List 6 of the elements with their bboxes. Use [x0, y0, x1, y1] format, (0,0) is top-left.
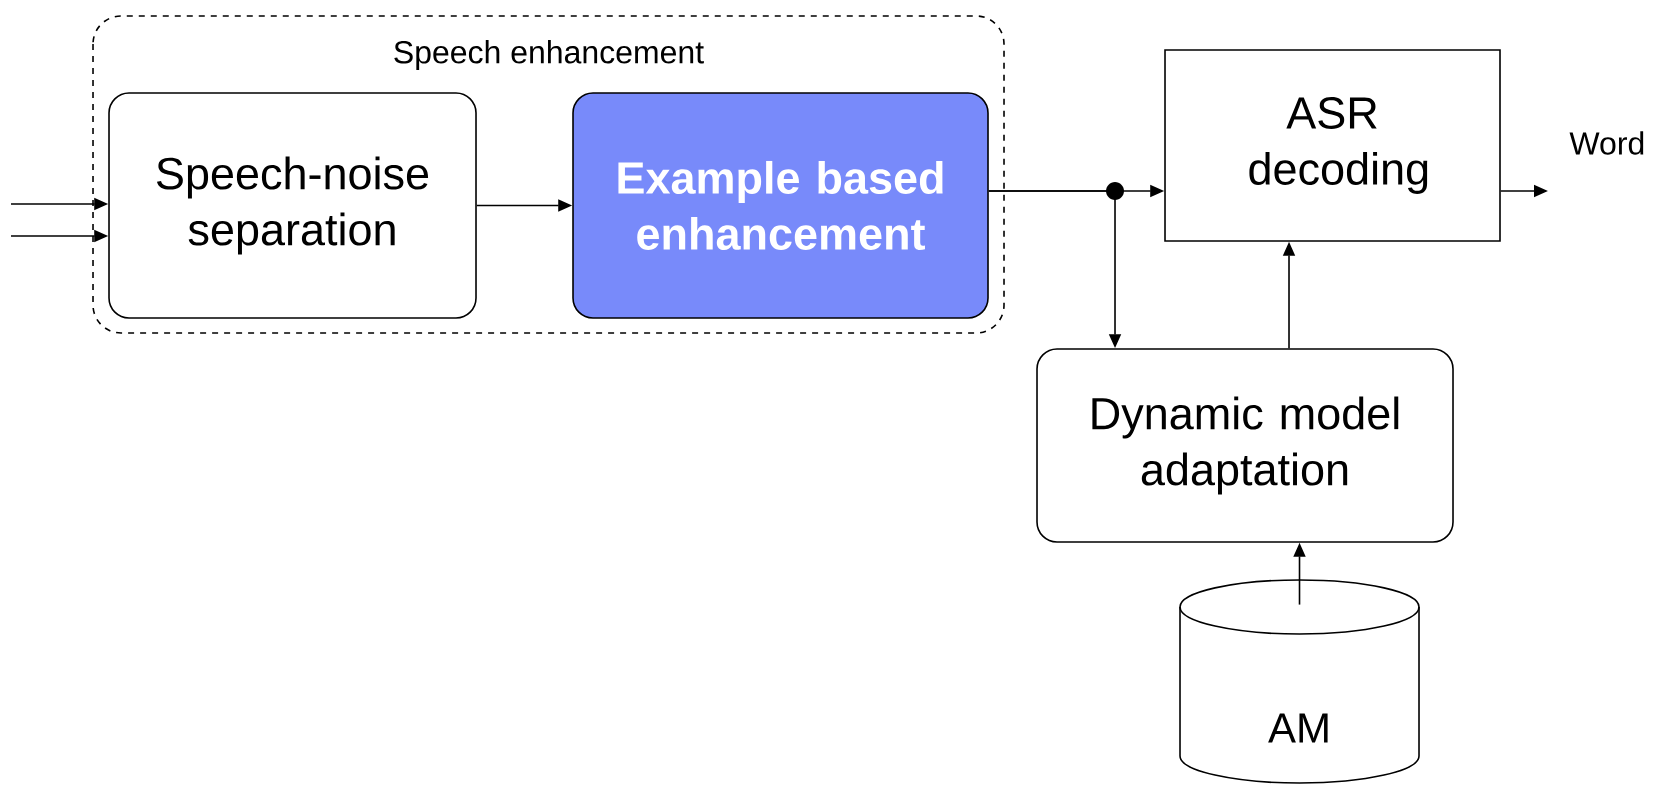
process-box: Dynamic model adaptation — [1036, 348, 1454, 543]
process-box: ASR decoding — [1164, 49, 1501, 242]
database-cylinder: AM — [1179, 579, 1420, 784]
process-box: Example based enhancement — [572, 92, 989, 319]
output-label: Word — [1569, 131, 1644, 155]
process-box: Speech-noise separation — [108, 92, 477, 319]
